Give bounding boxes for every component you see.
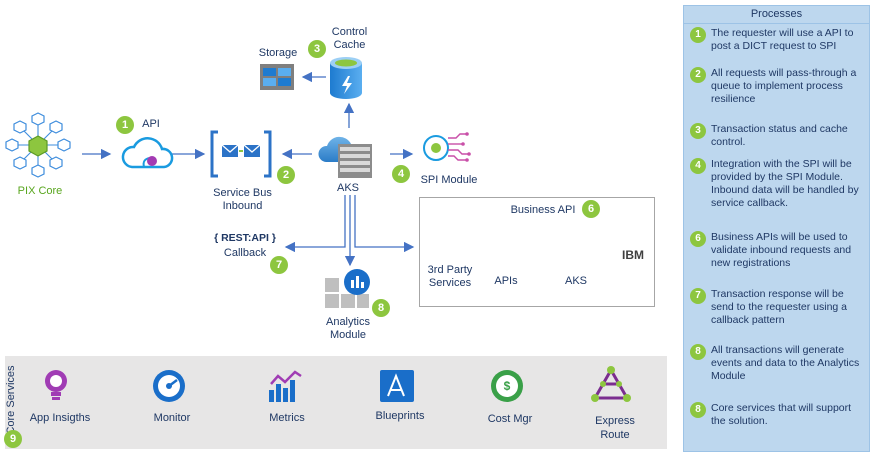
monitor-label: Monitor	[153, 412, 191, 424]
process-item: 3 Transaction status and cache control.	[690, 123, 866, 148]
storage-label: Storage	[258, 47, 298, 59]
callback-label: Callback	[223, 247, 267, 259]
api-label: API	[142, 118, 160, 130]
app-insights-label: App Insigths	[29, 412, 91, 424]
ibm-label: IBM	[622, 248, 644, 262]
process-number: 4	[690, 158, 706, 174]
control-cache-icon	[330, 57, 362, 99]
arrow-aks-to-callback	[284, 195, 346, 253]
apis-label: APIs	[494, 275, 518, 287]
badge-api: 1	[116, 116, 134, 134]
aks-main-label: AKS	[336, 182, 359, 194]
third-party-badge: 3rd	[453, 248, 465, 255]
badge-analytics: 8	[372, 299, 390, 317]
core-services-band: Core Services 9	[4, 356, 667, 449]
process-number: 1	[690, 27, 706, 43]
badge-callback: 7	[270, 256, 288, 274]
aks-business-label: AKS	[564, 275, 587, 287]
process-item: 8 Core services that will support the so…	[690, 402, 866, 427]
callback-code-label: { REST:API }	[214, 232, 276, 244]
pix-core-label: PIX Core	[17, 185, 63, 197]
badge-control-cache: 3	[308, 40, 326, 58]
process-text: Transaction response will be send to the…	[711, 288, 848, 326]
process-text: Transaction status and cache control.	[711, 123, 848, 148]
process-text: Core services that will support the solu…	[711, 402, 852, 427]
process-item: 6 Business APIs will be used to validate…	[690, 231, 866, 269]
business-api-group	[419, 197, 655, 307]
processes-title: Processes	[684, 6, 869, 24]
cost-manager-label: Cost Mgr	[487, 413, 533, 425]
process-number: 6	[690, 231, 706, 247]
badge-service-bus: 2	[277, 166, 295, 184]
badge-spi-module: 4	[392, 165, 410, 183]
service-bus-icon	[210, 130, 272, 178]
process-item: 2 All requests will pass-through a queue…	[690, 67, 866, 105]
analytics-module-icon	[325, 269, 370, 308]
storage-icon	[260, 64, 294, 90]
process-text: The requester will use a API to post a D…	[711, 27, 854, 52]
cost-manager-icon	[491, 370, 523, 402]
service-bus-label: Service Bus Inbound	[213, 187, 272, 212]
process-text: Integration with the SPI will be provide…	[711, 158, 859, 209]
metrics-label: Metrics	[269, 412, 305, 424]
process-text: All requests will pass-through a queue t…	[711, 67, 857, 105]
cost-manager-symbol: $	[503, 379, 511, 393]
core-services-icons	[45, 366, 631, 402]
process-number: 8	[690, 344, 706, 360]
metrics-icon	[269, 370, 302, 402]
analytics-label: Analytics Module	[325, 316, 371, 341]
business-api-label: Business API	[510, 204, 576, 216]
spi-module-icon	[423, 132, 471, 162]
control-cache-label: Control Cache	[331, 26, 368, 51]
arrow-aks-to-business	[354, 195, 415, 253]
api-cloud-icon	[121, 137, 174, 169]
monitor-icon	[153, 370, 185, 402]
flow-arrows	[82, 71, 415, 267]
process-number: 7	[690, 288, 706, 304]
process-number: 3	[690, 123, 706, 139]
badge-business-api: 6	[582, 200, 600, 218]
pix-core-icon	[5, 112, 71, 178]
express-route-icon	[591, 366, 631, 402]
process-number: 8	[690, 402, 706, 418]
process-item: 7 Transaction response will be send to t…	[690, 288, 866, 326]
third-party-label: 3rd Party Services	[427, 264, 473, 289]
express-route-label: Express Route	[595, 415, 635, 441]
processes-panel: Processes 1 The requester will use a API…	[683, 5, 870, 452]
aks-main-icon	[318, 136, 372, 178]
process-number: 2	[690, 67, 706, 83]
spi-module-label: SPI Module	[420, 174, 478, 186]
badge-core-services: 9	[4, 430, 22, 448]
process-text: Business APIs will be used to validate i…	[711, 231, 852, 269]
blueprints-icon	[380, 370, 414, 402]
process-text: All transactions will generate events an…	[711, 344, 860, 382]
process-item: 1 The requester will use a API to post a…	[690, 27, 866, 52]
blueprints-label: Blueprints	[375, 410, 425, 422]
process-item: 4 Integration with the SPI will be provi…	[690, 158, 866, 209]
process-item: 8 All transactions will generate events …	[690, 344, 866, 382]
app-insights-icon	[45, 370, 67, 400]
